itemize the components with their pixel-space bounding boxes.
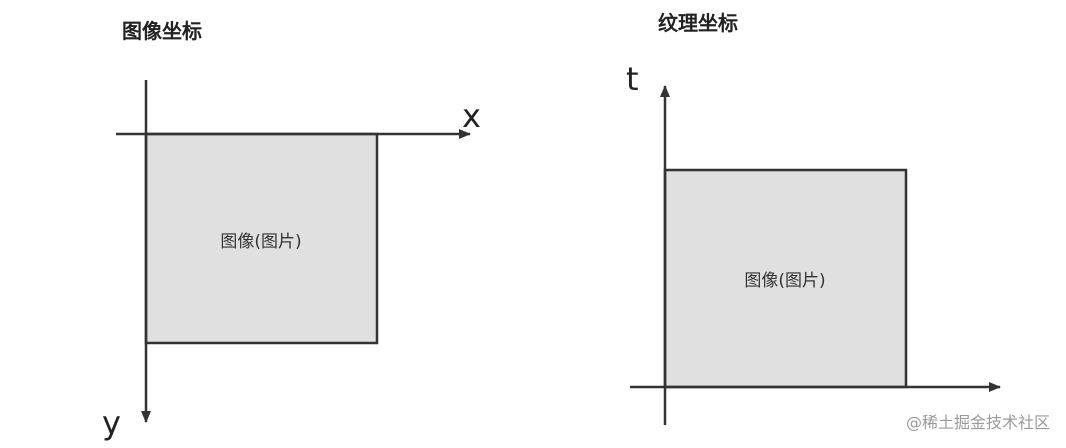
watermark-text: @稀土掘金技术社区 [906,413,1050,432]
image-box-label: 图像(图片) [220,232,301,252]
t-axis-label: t [626,60,639,98]
x-axis-label: x [462,97,481,135]
texture-box-label: 图像(图片) [744,271,825,291]
image-coordinates-title: 图像坐标 [122,19,202,43]
texture-coordinates-panel: 纹理坐标 图像(图片) t [626,11,1001,425]
y-axis-label: y [102,404,121,442]
image-box [144,132,379,345]
texture-coordinates-title: 纹理坐标 [658,11,738,35]
texture-box [663,168,908,389]
image-coordinates-panel: 图像坐标 图像(图片) x y [102,19,481,442]
